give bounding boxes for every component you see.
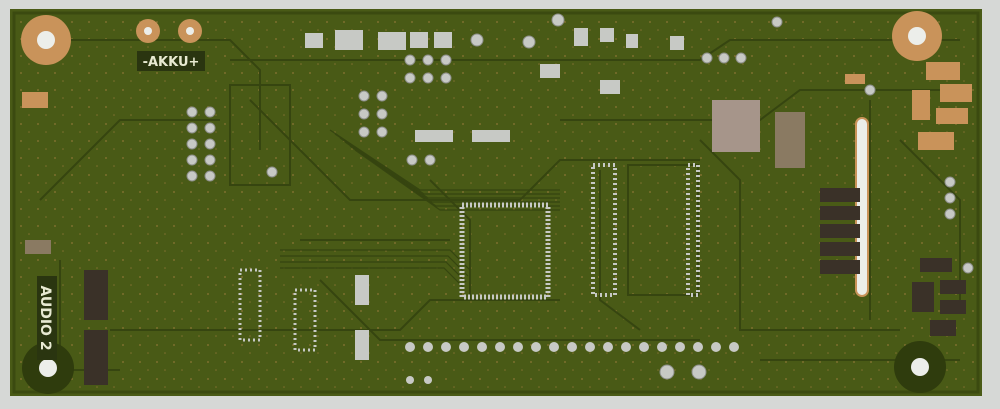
- header-row: [405, 342, 739, 384]
- bus-traces: [280, 129, 560, 289]
- dark-pads: [25, 188, 966, 385]
- mounting-hole-bottom-left: [22, 342, 74, 394]
- mounting-hole-top-left: [21, 15, 71, 65]
- edge-pads: [22, 62, 972, 150]
- mounting-hole-top-right: [892, 11, 942, 61]
- smd-pads: [305, 28, 805, 360]
- audio-label-text: AUDIO 2: [37, 285, 53, 350]
- audio-label: AUDIO 2: [37, 276, 57, 360]
- akku-label: -AKKU+: [137, 51, 205, 71]
- ic-footprints: [229, 84, 700, 352]
- mounting-hole-bottom-right: [894, 341, 946, 393]
- akku-label-text: -AKKU+: [143, 55, 200, 70]
- through-hole-vias: [186, 13, 974, 380]
- battery-pads: [136, 19, 202, 43]
- board-outline: [12, 11, 980, 394]
